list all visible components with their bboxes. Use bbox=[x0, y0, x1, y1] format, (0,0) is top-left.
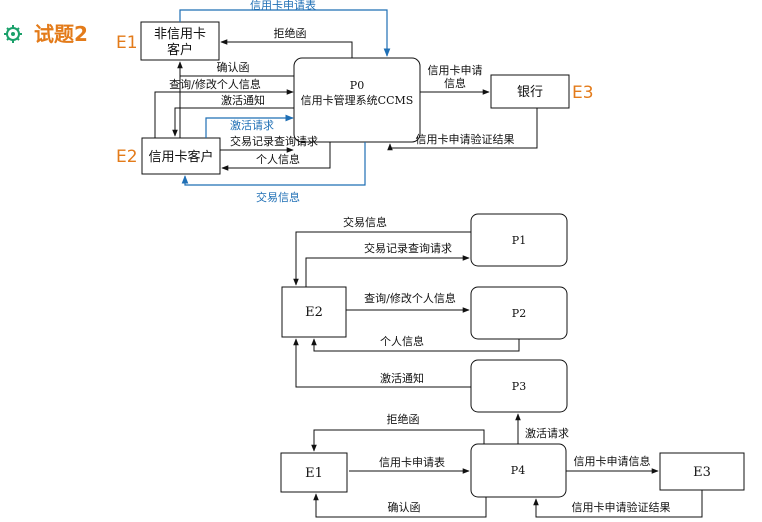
flow-confirm-label: 确认函 bbox=[217, 61, 250, 74]
entity-noncard-line2: 客户 bbox=[167, 42, 193, 58]
flow-activation-notice-label: 激活通知 bbox=[221, 93, 265, 107]
flow-apply-info-label2: 信息 bbox=[444, 76, 466, 90]
flow-txn-info-line bbox=[181, 142, 366, 186]
b-flow-verify-result-label: 信用卡申请验证结果 bbox=[572, 500, 671, 514]
b-flow-reject-label: 拒绝函 bbox=[387, 412, 420, 426]
process-p1-box bbox=[470, 213, 568, 267]
entity-bank-label: 银行 bbox=[517, 85, 543, 100]
b-flow-txn-query-label: 交易记录查询请求 bbox=[364, 241, 452, 255]
flow-personal-info-label: 个人信息 bbox=[256, 152, 300, 166]
flow-apply-info-label1: 信用卡申请 bbox=[428, 64, 483, 77]
flow-personal-info-line bbox=[221, 142, 331, 171]
b-flow-activation-request-label: 激活请求 bbox=[525, 426, 569, 440]
b-flow-activation-notice-line bbox=[293, 338, 471, 388]
entity-bank-tag: E3 bbox=[572, 83, 594, 103]
b-flow-activation-notice-label: 激活通知 bbox=[380, 371, 424, 385]
flow-txn-query-label: 交易记录查询请求 bbox=[230, 134, 318, 148]
b-flow-personal-info-line bbox=[311, 338, 520, 352]
flow-activation-request-line bbox=[205, 114, 294, 138]
entity-e1-box bbox=[280, 452, 348, 493]
flow-verify-result-label: 信用卡申请验证结果 bbox=[416, 132, 515, 146]
b-flow-txn-info-line bbox=[293, 231, 471, 286]
b-flow-reject-line bbox=[311, 429, 485, 452]
process-p3-label: P3 bbox=[512, 380, 526, 393]
entity-card-label: 信用卡客户 bbox=[148, 149, 213, 165]
flow-activation-request-label: 激活请求 bbox=[230, 118, 274, 132]
entity-e2-label: E2 bbox=[305, 305, 323, 320]
entity-e1-label: E1 bbox=[305, 466, 323, 481]
entity-e3-label: E3 bbox=[693, 465, 711, 480]
entity-card-tag: E2 bbox=[116, 147, 138, 167]
flow-txn-info-label: 交易信息 bbox=[256, 190, 300, 204]
entity-noncard-tag: E1 bbox=[116, 33, 138, 53]
b-flow-personal-info-label: 个人信息 bbox=[380, 334, 424, 348]
b-flow-query-modify-label: 查询/修改个人信息 bbox=[364, 291, 456, 305]
flow-query-modify-line bbox=[154, 89, 294, 138]
process-p3-box bbox=[470, 359, 568, 413]
flow-apply-form-label: 信用卡申请表 bbox=[250, 0, 316, 12]
b-flow-verify-result-line bbox=[533, 490, 703, 518]
logo-icon bbox=[4, 25, 22, 43]
flow-query-modify-label: 查询/修改个人信息 bbox=[169, 77, 261, 91]
flow-reject-line bbox=[220, 39, 353, 58]
process-p0-id: P0 bbox=[350, 79, 364, 92]
b-flow-confirm-label: 确认函 bbox=[388, 501, 421, 514]
b-flow-txn-query-line bbox=[305, 255, 470, 287]
entity-e3-box bbox=[659, 452, 745, 491]
process-p2-label: P2 bbox=[512, 307, 526, 320]
entity-e2-box bbox=[281, 286, 347, 338]
entity-bank-box bbox=[490, 74, 570, 109]
process-p0-name: 信用卡管理系统CCMS bbox=[301, 93, 414, 107]
process-p4-label: P4 bbox=[511, 464, 525, 477]
entity-card-box bbox=[141, 137, 221, 175]
process-p1-label: P1 bbox=[512, 234, 526, 247]
b-flow-confirm-line bbox=[313, 493, 487, 518]
page-title: 试题2 bbox=[34, 22, 88, 46]
process-p0-box bbox=[293, 57, 421, 143]
flow-apply-form-line bbox=[179, 9, 391, 57]
flow-verify-result-line bbox=[387, 108, 538, 151]
b-flow-apply-form-label: 信用卡申请表 bbox=[379, 455, 445, 469]
flow-activation-notice-line bbox=[172, 107, 294, 137]
flow-reject-label: 拒绝函 bbox=[274, 26, 307, 40]
b-flow-apply-info-label: 信用卡申请信息 bbox=[574, 454, 651, 468]
b-flow-txn-info-label: 交易信息 bbox=[343, 215, 387, 229]
entity-noncard-line1: 非信用卡 bbox=[154, 27, 206, 42]
